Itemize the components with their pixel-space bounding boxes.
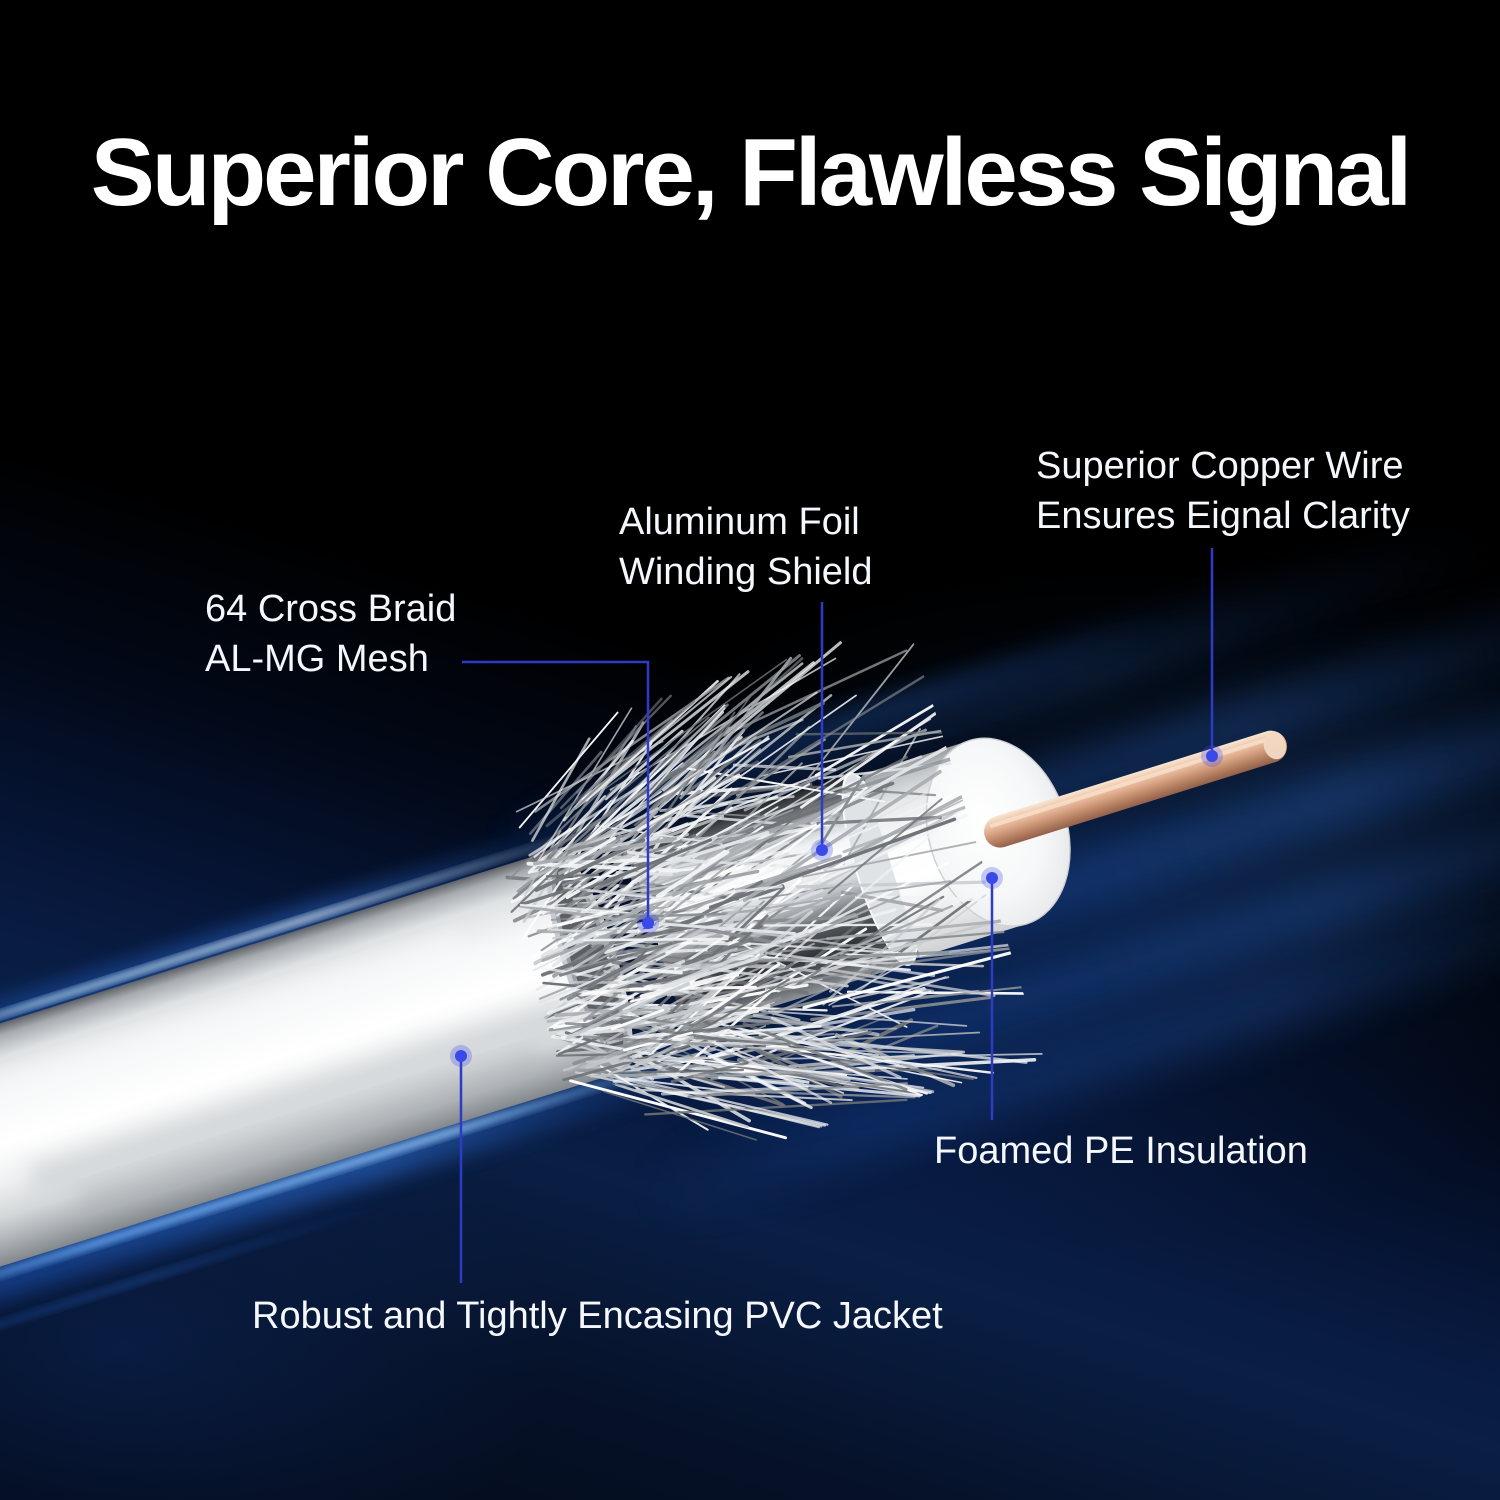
label-pe-insulation: Foamed PE Insulation: [934, 1130, 1308, 1172]
label-braid-mesh: 64 Cross Braid AL-MG Mesh: [205, 588, 457, 681]
page-title: Superior Core, Flawless Signal: [90, 119, 1412, 226]
leader-dot-copper: [1206, 750, 1218, 762]
label-pvc-jacket: Robust and Tightly Encasing PVC Jacket: [252, 1295, 943, 1337]
leader-dot-pvc: [455, 1050, 467, 1062]
leader-lines: [450, 548, 1223, 1283]
leader-dot-mesh: [642, 917, 654, 929]
cable-pvc-jacket: [0, 849, 625, 1280]
leader-line-mesh: [462, 660, 650, 923]
cable-group: [0, 520, 1500, 1389]
leader-dot-foil: [816, 844, 828, 856]
label-copper-wire: Superior Copper Wire Ensures Eignal Clar…: [1036, 445, 1410, 538]
label-aluminum-foil: Aluminum Foil Winding Shield: [619, 501, 873, 594]
leader-dot-pe: [986, 872, 998, 884]
